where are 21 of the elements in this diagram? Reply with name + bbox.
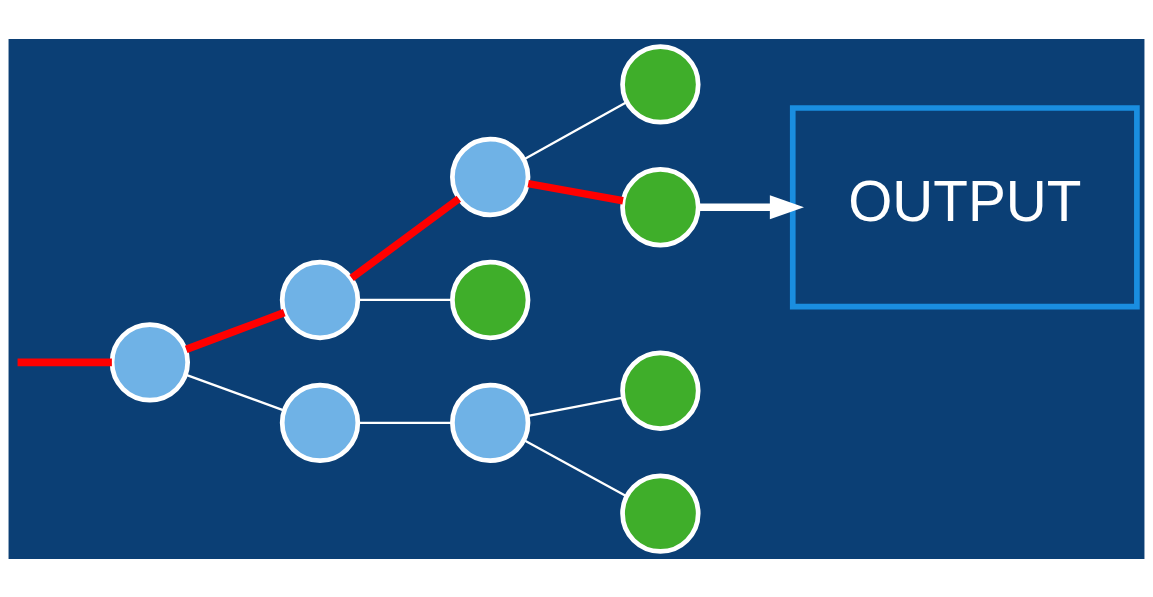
node-circle <box>620 350 701 431</box>
connector <box>523 100 628 160</box>
node-circle <box>450 382 531 463</box>
node-circle <box>279 259 361 340</box>
node-circle <box>109 321 190 403</box>
connector <box>184 308 286 353</box>
node-circle <box>450 136 531 217</box>
connector <box>523 438 628 497</box>
node-circle <box>620 166 701 247</box>
node-circle <box>620 43 701 125</box>
node-circle <box>279 382 361 463</box>
connector <box>349 195 462 281</box>
connector <box>358 298 453 301</box>
node-box: OUTPUT <box>789 104 1140 309</box>
connector <box>527 179 624 205</box>
node-circle <box>450 259 531 340</box>
connector <box>358 421 453 424</box>
arrow <box>698 194 804 219</box>
connector <box>185 373 285 411</box>
node-circle <box>620 472 701 554</box>
connector <box>527 395 624 417</box>
